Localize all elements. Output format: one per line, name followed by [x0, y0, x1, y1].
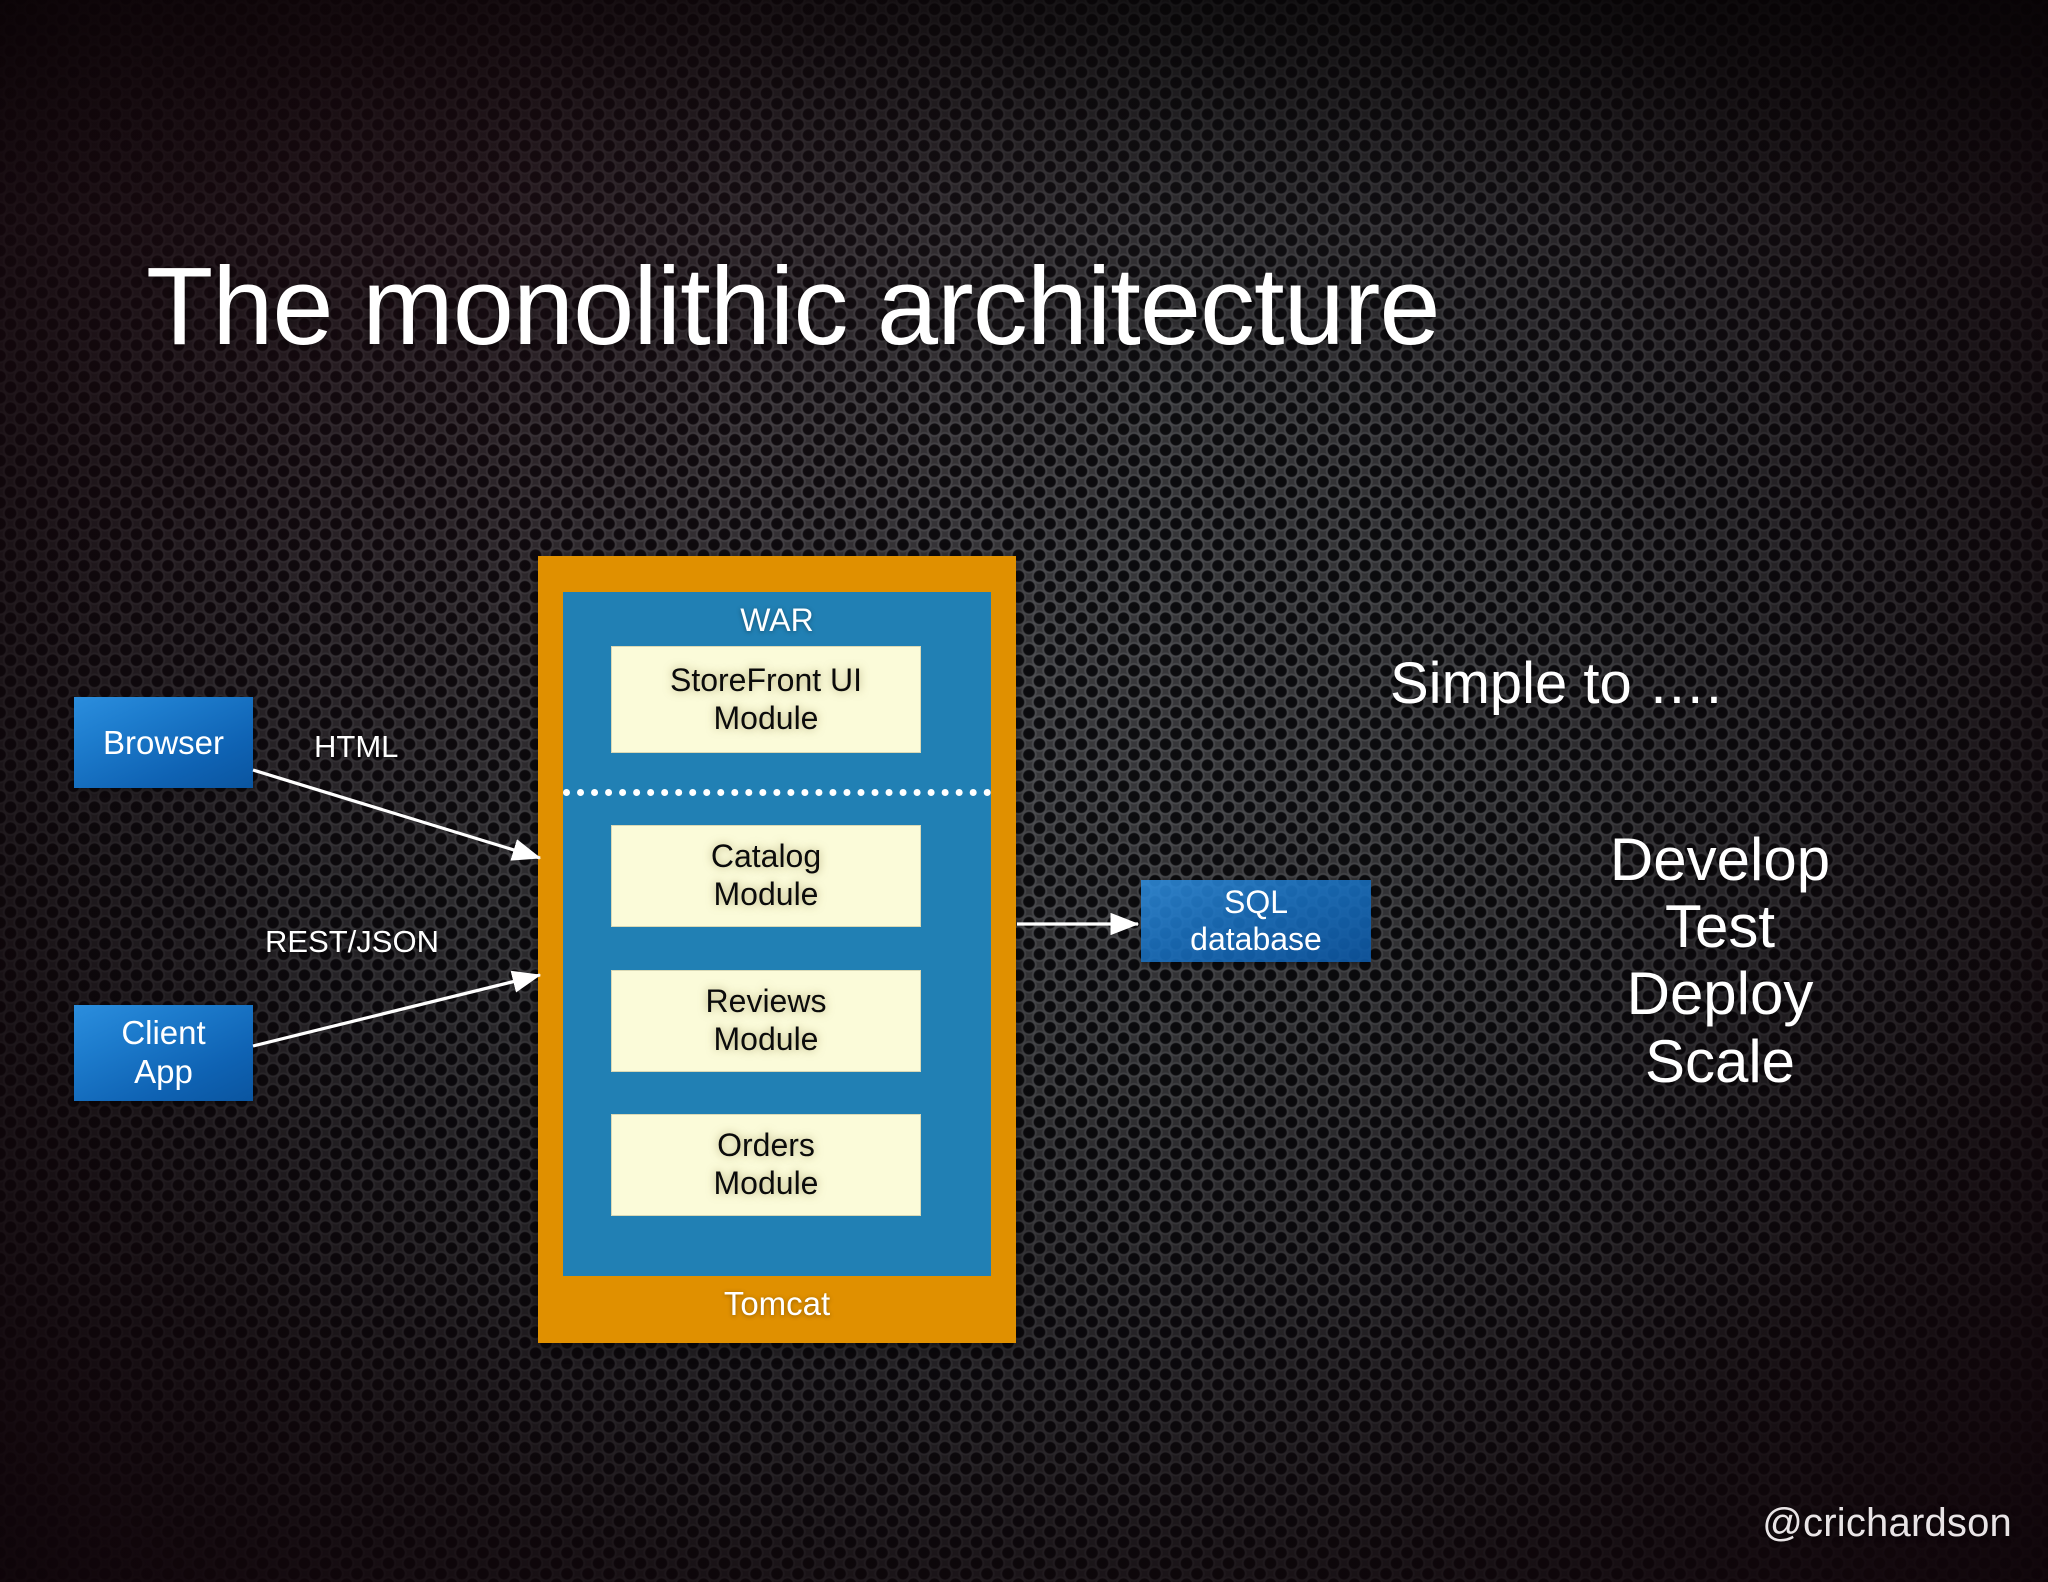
war-label: WAR	[740, 602, 814, 638]
module-storefront-ui-line2: Module	[713, 699, 819, 736]
sql-database-line2: database	[1190, 921, 1322, 957]
benefit-item-deploy: Deploy	[1626, 960, 1814, 1028]
browser-node: Browser	[74, 697, 253, 788]
page-title: The monolithic architecture	[146, 244, 1441, 368]
benefits-list: Develop Test Deploy Scale	[1540, 826, 1900, 1095]
module-reviews: Reviews Module	[611, 970, 921, 1072]
module-catalog: Catalog Module	[611, 825, 921, 927]
module-catalog-line1: Catalog	[710, 838, 822, 875]
client-app-node: Client App	[74, 1005, 253, 1101]
war-box: WAR StoreFront UI Module Catalog Module …	[563, 592, 991, 1276]
ui-business-layer-divider	[563, 789, 991, 796]
connector-label-html: HTML	[314, 729, 399, 764]
module-storefront-ui-line1: StoreFront UI	[669, 661, 863, 698]
connector-label-rest-json: REST/JSON	[265, 924, 439, 959]
module-orders-line1: Orders	[717, 1127, 815, 1164]
benefits-heading: Simple to ….	[1390, 651, 1722, 716]
browser-node-label: Browser	[102, 723, 225, 761]
module-orders-line2: Module	[713, 1165, 819, 1201]
module-orders: Orders Module	[611, 1114, 921, 1216]
module-reviews-line1: Reviews	[705, 983, 827, 1020]
client-app-node-label-line1: Client	[121, 1014, 206, 1052]
client-app-node-label-line2: App	[134, 1053, 193, 1090]
sql-database-node: SQL database	[1141, 880, 1371, 962]
tomcat-label: Tomcat	[723, 1285, 831, 1322]
sql-database-line1: SQL	[1223, 883, 1289, 920]
module-catalog-line2: Module	[713, 876, 819, 912]
benefit-item-test: Test	[1664, 893, 1776, 961]
module-storefront-ui: StoreFront UI Module	[611, 646, 921, 753]
tomcat-container: WAR StoreFront UI Module Catalog Module …	[538, 556, 1016, 1343]
benefit-item-develop: Develop	[1609, 826, 1831, 893]
twitter-handle: @crichardson	[1762, 1501, 2012, 1545]
module-reviews-line2: Module	[713, 1021, 819, 1057]
benefit-item-scale: Scale	[1644, 1027, 1796, 1095]
